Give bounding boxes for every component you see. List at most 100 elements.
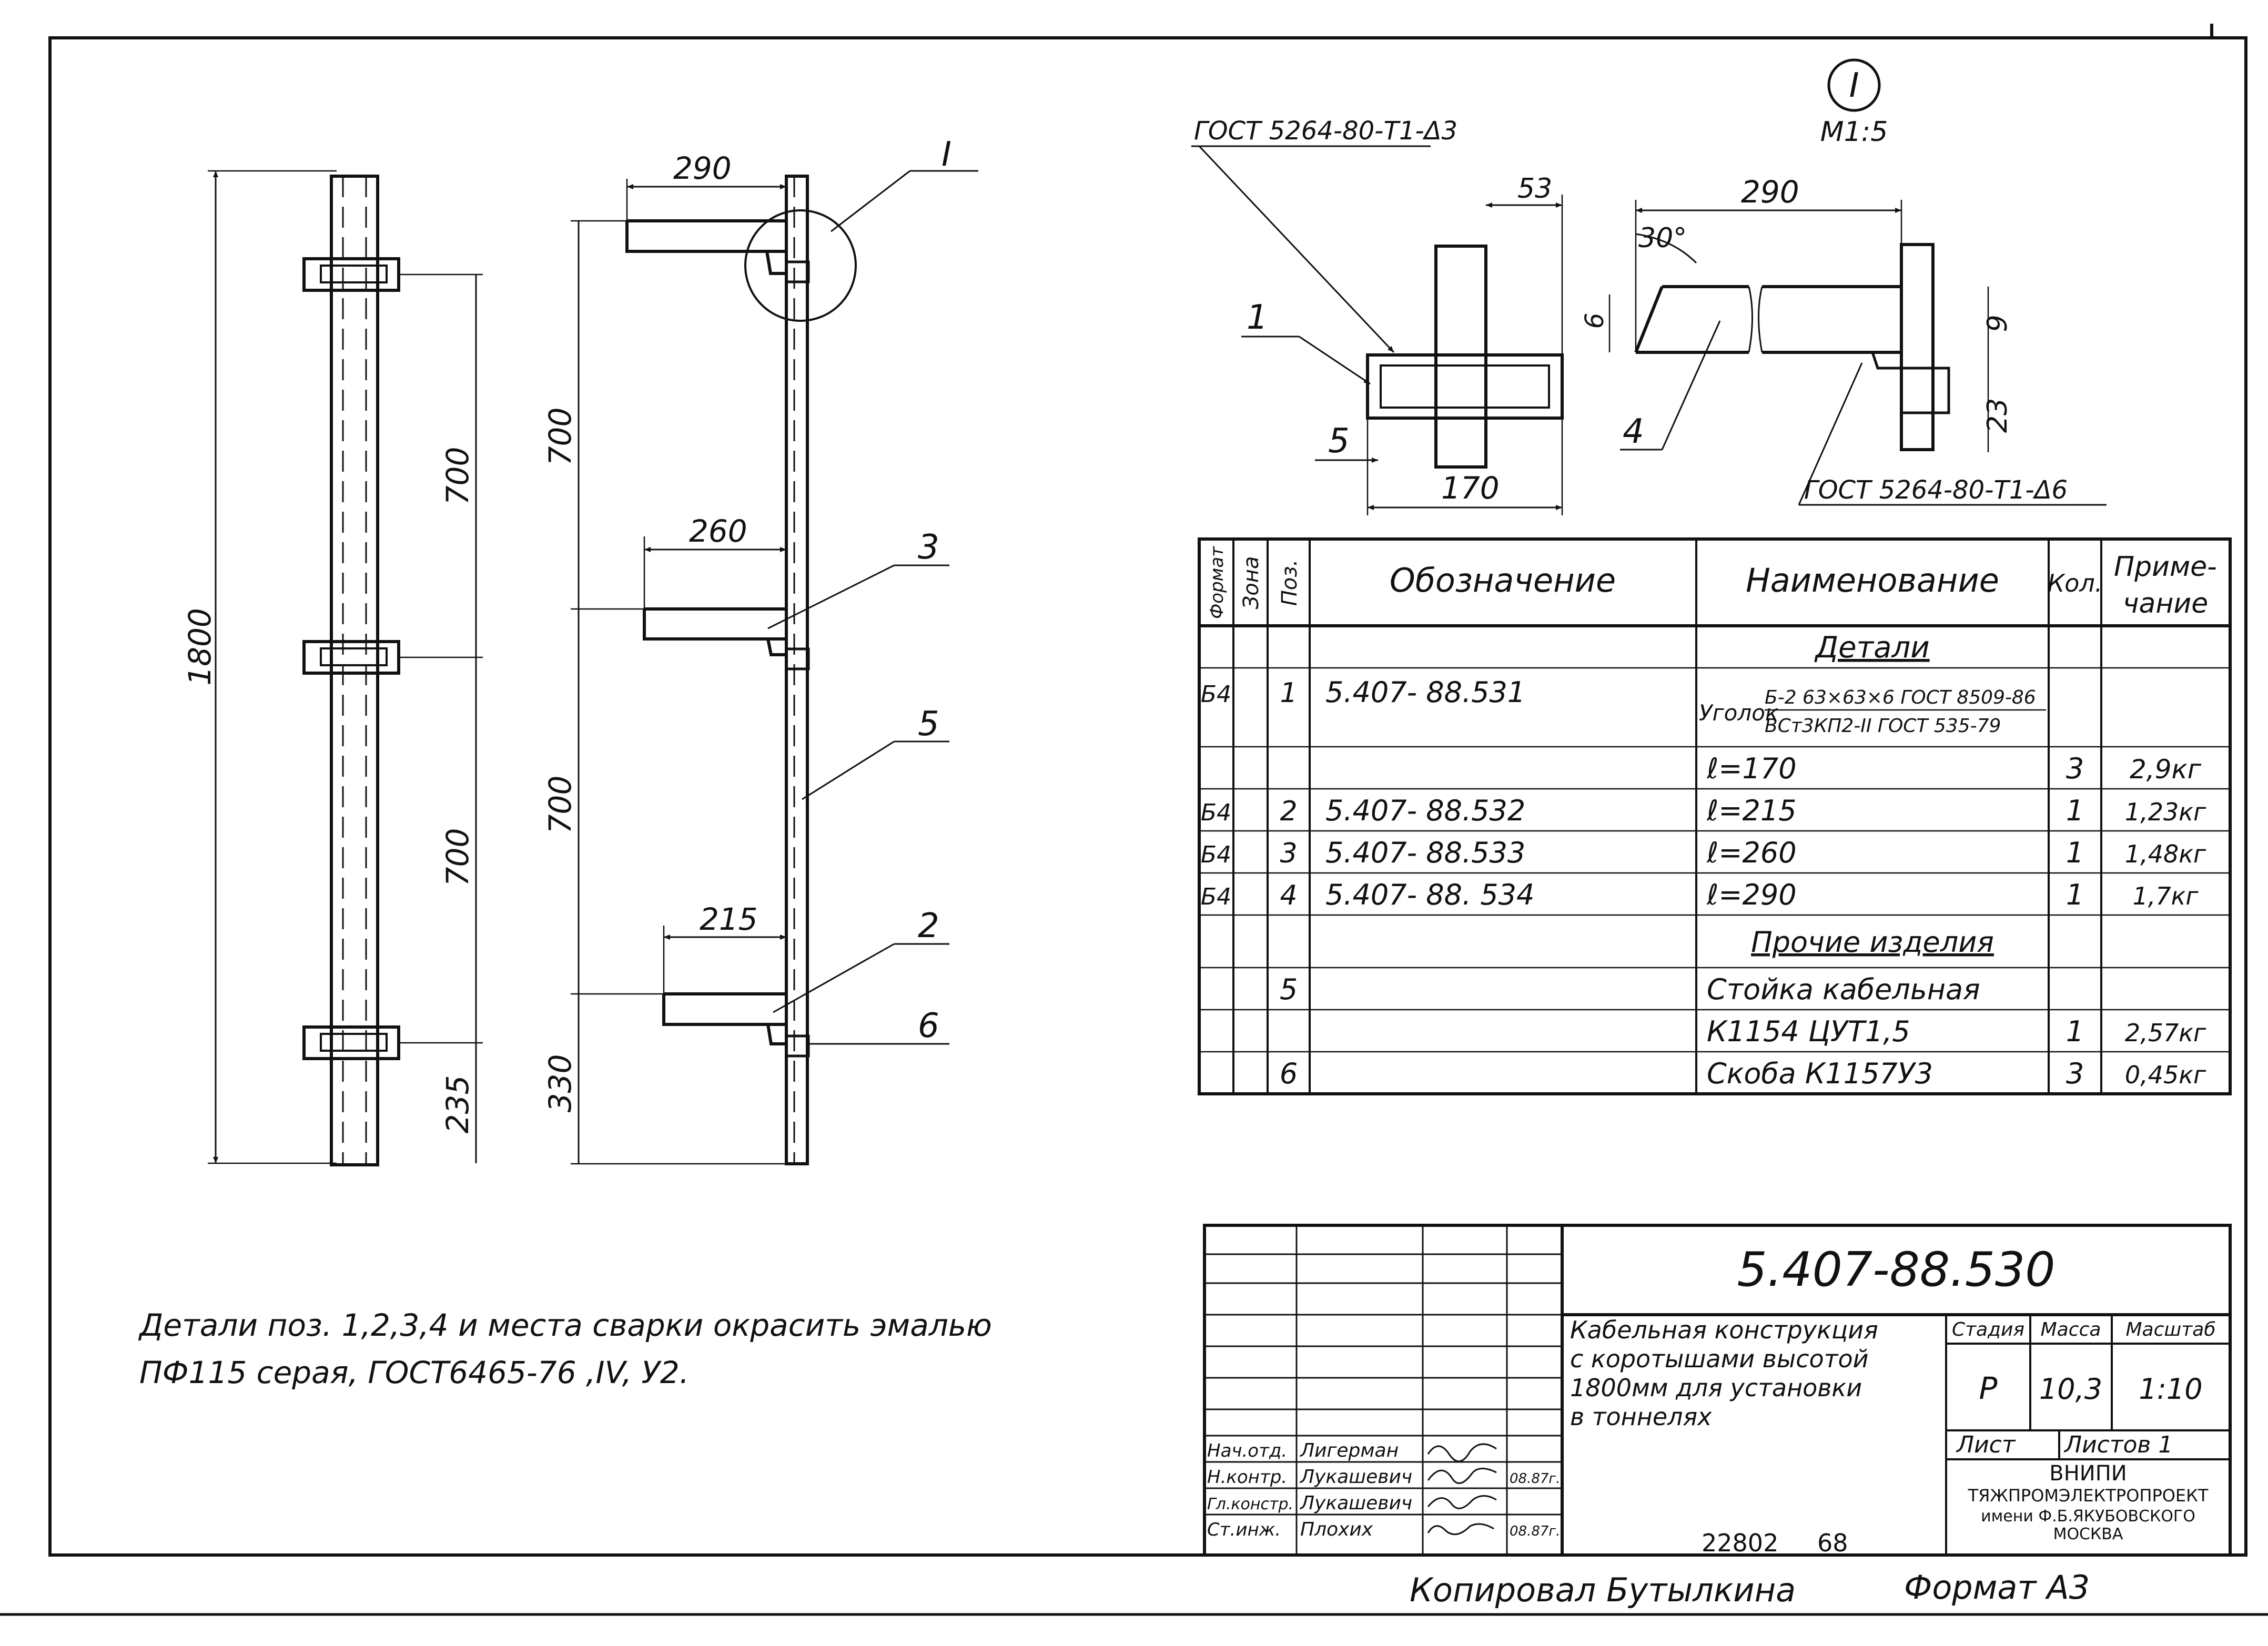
pos-label-6: 6: [918, 1007, 939, 1045]
row1-pos: 1: [1280, 677, 1297, 709]
header-qty: Кол.: [2048, 569, 2103, 597]
detail-scale: M1:5: [1820, 116, 1888, 148]
header-name: Наименование: [1746, 561, 1999, 600]
row3-designation: 5.407- 88.533: [1325, 836, 1525, 869]
row1b-note: 2,9кг: [2130, 754, 2202, 785]
row2-name: ℓ=215: [1706, 794, 1797, 827]
org-line-3: имени Ф.Б.ЯКУБОВСКОГО: [1981, 1507, 2195, 1526]
front-clamp: [302, 640, 400, 675]
dim-spacing-mid: 700: [440, 828, 475, 887]
pos-label-1: 1: [1247, 298, 1268, 337]
role-2-name: Лукашевич: [1299, 1466, 1412, 1488]
org-line-4: МОСКВА: [2053, 1525, 2123, 1543]
leader-line: [767, 564, 895, 629]
row1-format: Б4: [1201, 681, 1231, 708]
detail-callout-label: I: [941, 135, 951, 174]
header-zone: Зона: [1239, 556, 1263, 609]
dim-6: 6: [1580, 313, 1609, 329]
stage-label: Стадия: [1952, 1319, 2024, 1340]
dim-side-spacing-top: 700: [542, 408, 578, 466]
row4-designation: 5.407- 88. 534: [1325, 878, 1534, 911]
format-label: Формат А3: [1904, 1568, 2090, 1607]
weld-note-right: ГОСТ 5264-80-Т1-Δ6: [1804, 475, 2068, 505]
row5b-note: 2,57кг: [2125, 1019, 2206, 1047]
pos-label-4: 4: [1623, 412, 1644, 451]
dim-290-detail: 290: [1741, 174, 1799, 210]
pos-label-5-detail: 5: [1328, 422, 1350, 461]
row5-name: Стойка кабельная: [1707, 973, 1980, 1006]
row3-pos: 3: [1280, 838, 1297, 869]
pos-label-5: 5: [918, 705, 939, 744]
side-view: I 290 260 215 700 700 330 3 5 2 6: [542, 135, 978, 1165]
sheet-border: [48, 36, 2247, 1557]
dim-angle-30: 30°: [1638, 222, 1687, 254]
row6-name: Скоба К1157У3: [1707, 1057, 1933, 1090]
stage-value: Р: [1979, 1370, 1998, 1406]
title-line-2: с коротышами высотой: [1570, 1345, 1869, 1373]
sheets-label: Листов 1: [2063, 1431, 2173, 1458]
front-clamp: [302, 257, 400, 292]
row6-pos: 6: [1280, 1057, 1298, 1090]
role-2-date: 08.87г.: [1510, 1471, 1560, 1487]
title-line-3: 1800мм для установки: [1570, 1374, 1862, 1402]
leader-line: [802, 740, 895, 800]
signature: [1427, 1495, 1497, 1509]
role-1-name: Лигерман: [1299, 1440, 1399, 1461]
bracket-arm-215: [662, 992, 810, 1058]
copied-by: Копировал Бутылкина: [1410, 1571, 1796, 1609]
detail-mark: I: [1849, 66, 1859, 105]
row1-name-prefix: Уголок: [1699, 700, 1779, 726]
row1-designation: 5.407- 88.531: [1325, 676, 1525, 709]
role-2: Н.контр.: [1207, 1467, 1287, 1488]
row5b-name: К1154 ЦУТ1,5: [1707, 1015, 1910, 1048]
row6-note: 0,45кг: [2125, 1061, 2206, 1089]
front-clamp: [302, 1025, 400, 1060]
leader-line: [831, 170, 910, 232]
weld-leader: [1798, 362, 1863, 505]
row5b-qty: 1: [2066, 1015, 2084, 1048]
weld-leader: [1198, 145, 1395, 353]
scale-label: Масштаб: [2125, 1319, 2215, 1340]
pos-label-2: 2: [918, 907, 939, 946]
dim-side-bottom: 330: [542, 1054, 578, 1113]
row4-format: Б4: [1201, 883, 1231, 910]
bracket-arm-260: [643, 607, 810, 670]
title-line-4: в тоннелях: [1570, 1403, 1712, 1431]
leader-line: [773, 943, 895, 1013]
bracket-detail: [1634, 243, 1950, 451]
signature: [1427, 1468, 1497, 1484]
section-other: Прочие изделия: [1751, 926, 1994, 959]
leader-line: [1299, 336, 1371, 385]
role-3-name: Лукашевич: [1299, 1492, 1412, 1514]
detail-view: I M1:5 ГОСТ 5264-80-Т1-Δ3 170 53 1 5: [1191, 58, 2107, 515]
role-1: Нач.отд.: [1207, 1440, 1287, 1461]
row2-format: Б4: [1201, 799, 1231, 826]
doc-number: 5.407-88.530: [1737, 1242, 2055, 1297]
signature: [1427, 1443, 1497, 1462]
row2-qty: 1: [2066, 794, 2084, 827]
row2-note: 1,23кг: [2125, 798, 2206, 826]
row3-name: ℓ=260: [1706, 836, 1797, 869]
dim-side-spacing-mid: 700: [542, 776, 578, 834]
mass-value: 10,3: [2039, 1373, 2102, 1406]
mass-label: Масса: [2041, 1319, 2101, 1340]
dim-9: 9: [1982, 314, 2013, 332]
dim-170: 170: [1441, 470, 1500, 506]
row4-note: 1,7кг: [2132, 882, 2199, 910]
angle-arc: [1635, 233, 1697, 264]
role-4: Ст.инж.: [1207, 1519, 1281, 1540]
row5-pos: 5: [1280, 973, 1298, 1006]
signature: [1427, 1523, 1494, 1536]
org-line-1: ВНИПИ: [2049, 1461, 2127, 1486]
dim-arm-260: 260: [689, 513, 747, 549]
header-designation: Обозначение: [1390, 561, 1616, 600]
dim-spacing-top: 700: [440, 447, 475, 505]
angle-section: [1366, 245, 1564, 469]
dim-arm-215: 215: [700, 901, 758, 937]
row3-format: Б4: [1201, 841, 1231, 868]
row2-designation: 5.407- 88.532: [1325, 794, 1525, 827]
row1b-name: ℓ=170: [1706, 752, 1797, 785]
leader-line: [1661, 320, 1721, 450]
dim-arm-290: 290: [673, 150, 732, 186]
title-line-1: Кабельная конструкция: [1570, 1316, 1878, 1344]
